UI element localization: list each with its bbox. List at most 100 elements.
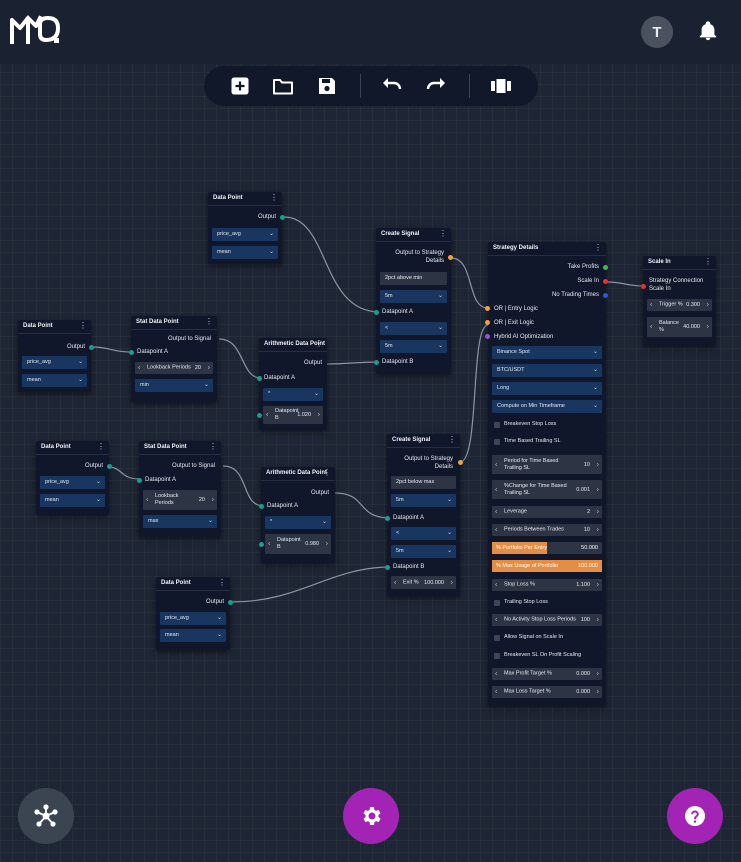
node-menu-icon[interactable]: ⋮ <box>270 193 278 202</box>
exchange-select[interactable]: Binance Spot⌄ <box>492 346 602 359</box>
fit-view-button[interactable] <box>490 75 512 97</box>
operator-select[interactable]: *⌄ <box>263 388 323 401</box>
add-node-button[interactable] <box>229 75 251 97</box>
operator-select[interactable]: *⌄ <box>265 516 331 529</box>
decrement-icon[interactable]: ‹ <box>495 670 498 678</box>
entry-logic-port[interactable] <box>485 306 490 311</box>
max-usage-slider[interactable]: % Max Usage of Portfolio 100.000 <box>492 560 602 572</box>
breakeven-sl-profit-checkbox[interactable] <box>494 653 500 659</box>
output-port[interactable] <box>228 600 233 605</box>
decrement-icon[interactable]: ‹ <box>495 688 498 696</box>
stop-loss-field[interactable]: ‹ Stop Loss % 1.100 › <box>492 579 602 591</box>
comparison-select[interactable]: <⌄ <box>391 527 456 540</box>
data-point-node-3[interactable]: Data Point ⋮ Output price_avg⌄ mean⌄ <box>36 441 112 515</box>
output-port[interactable] <box>280 215 285 220</box>
node-menu-icon[interactable]: ⋮ <box>315 339 323 348</box>
exit-percent-field[interactable]: ‹ Exit % 100.000 › <box>391 576 456 589</box>
field-select[interactable]: price_avg⌄ <box>212 228 278 241</box>
pct-change-time-field[interactable]: ‹ %Change for Time Based Trailing SL 0.0… <box>492 480 602 499</box>
compute-select[interactable]: Compute on Min Timeframe⌄ <box>492 400 602 413</box>
node-menu-icon[interactable]: ⋮ <box>97 442 105 451</box>
output-port[interactable] <box>458 460 463 465</box>
signal-name-input[interactable]: 2pct above min <box>380 272 447 285</box>
period-time-trailing-field[interactable]: ‹ Period for Time Based Trailing SL 10 › <box>492 455 602 474</box>
input-port[interactable] <box>257 376 262 381</box>
network-button[interactable] <box>18 788 74 844</box>
output-port[interactable] <box>89 345 94 350</box>
redo-button[interactable] <box>425 75 447 97</box>
node-menu-icon[interactable]: ⋮ <box>448 435 456 444</box>
input-port[interactable] <box>259 504 264 509</box>
input-port[interactable] <box>374 310 379 315</box>
decrement-icon[interactable]: ‹ <box>138 364 141 372</box>
strategy-details-node[interactable]: Strategy Details ⋮ Take Profits Scale In… <box>485 242 608 706</box>
comparison-select[interactable]: <⌄ <box>380 322 447 335</box>
decrement-icon[interactable]: ‹ <box>495 581 498 589</box>
decrement-icon[interactable]: ‹ <box>650 323 653 331</box>
save-button[interactable] <box>316 75 338 97</box>
settings-button[interactable] <box>343 788 399 844</box>
aggregation-select[interactable]: mean⌄ <box>160 629 226 642</box>
breakeven-stop-loss-checkbox[interactable] <box>494 422 500 428</box>
decrement-icon[interactable]: ‹ <box>495 508 498 516</box>
increment-icon[interactable]: › <box>706 323 709 331</box>
no-trading-times-port[interactable] <box>603 293 608 298</box>
increment-icon[interactable]: › <box>207 364 210 372</box>
decrement-icon[interactable]: ‹ <box>266 411 269 419</box>
decrement-icon[interactable]: ‹ <box>495 526 498 534</box>
decrement-icon[interactable]: ‹ <box>495 461 498 468</box>
data-point-node-4[interactable]: Data Point ⋮ Output price_avg⌄ mean⌄ <box>156 577 233 650</box>
increment-icon[interactable]: › <box>317 411 320 419</box>
aggregation-select[interactable]: mean⌄ <box>40 494 105 507</box>
direction-select[interactable]: Long⌄ <box>492 382 602 395</box>
increment-icon[interactable]: › <box>596 616 599 624</box>
stat-select[interactable]: max⌄ <box>143 515 217 528</box>
take-profits-port[interactable] <box>603 265 608 270</box>
decrement-icon[interactable]: ‹ <box>394 579 397 586</box>
open-file-button[interactable] <box>272 75 294 97</box>
input-port[interactable] <box>259 542 264 547</box>
periods-between-trades-field[interactable]: ‹ Periods Between Trades 10 › <box>492 524 602 536</box>
stat-data-point-node-1[interactable]: Stat Data Point ⋮ Output to Signal Datap… <box>129 316 217 402</box>
trigger-field[interactable]: ‹ Trigger % 0.300 › <box>647 299 712 311</box>
scale-in-port[interactable] <box>603 279 608 284</box>
decrement-icon[interactable]: ‹ <box>146 496 149 504</box>
max-profit-target-field[interactable]: ‹ Max Profit Target % 0.000 › <box>492 668 602 680</box>
create-signal-node-1[interactable]: Create Signal ⋮ Output to Strategy Detai… <box>374 228 453 374</box>
increment-icon[interactable]: › <box>596 508 599 516</box>
trailing-stop-loss-checkbox[interactable] <box>494 600 500 606</box>
increment-icon[interactable]: › <box>325 540 328 548</box>
node-menu-icon[interactable]: ⋮ <box>439 229 447 238</box>
balance-field[interactable]: ‹ Balance % 40.000 › <box>647 317 712 337</box>
increment-icon[interactable]: › <box>596 461 599 468</box>
input-port[interactable] <box>137 478 142 483</box>
datapoint-b-field[interactable]: ‹ Datapoint B 1.020 › <box>263 406 323 424</box>
field-select[interactable]: price_avg⌄ <box>40 476 105 489</box>
node-menu-icon[interactable]: ⋮ <box>323 468 331 477</box>
decrement-icon[interactable]: ‹ <box>268 540 271 548</box>
lookback-periods-field[interactable]: ‹ Lookback Periods 20 › <box>135 362 213 374</box>
node-menu-icon[interactable]: ⋮ <box>205 317 213 326</box>
node-menu-icon[interactable]: ⋮ <box>209 442 217 451</box>
input-port[interactable] <box>385 565 390 570</box>
portfolio-per-entry-slider[interactable]: % Portfolio Per Entry 50.000 <box>492 542 602 554</box>
create-signal-node-2[interactable]: Create Signal ⋮ Output to Strategy Detai… <box>385 434 463 596</box>
time-trailing-sl-checkbox[interactable] <box>494 439 500 445</box>
hybrid-ai-port[interactable] <box>485 334 490 339</box>
help-button[interactable] <box>667 788 723 844</box>
increment-icon[interactable]: › <box>596 670 599 678</box>
stat-data-point-node-2[interactable]: Stat Data Point ⋮ Output to Signal Datap… <box>137 441 221 537</box>
data-point-node-2[interactable]: Data Point ⋮ Output price_avg⌄ mean⌄ <box>18 320 94 392</box>
exit-logic-port[interactable] <box>485 320 490 325</box>
signal-name-input[interactable]: 2pct below max <box>391 476 456 489</box>
aggregation-select[interactable]: mean⌄ <box>22 374 87 387</box>
no-activity-stop-field[interactable]: ‹ No Activity Stop Loss Periods 100 › <box>492 614 602 626</box>
increment-icon[interactable]: › <box>450 579 453 586</box>
aggregation-select[interactable]: mean⌄ <box>212 246 278 259</box>
decrement-icon[interactable]: ‹ <box>495 616 498 624</box>
timeframe-select[interactable]: 5m⌄ <box>380 290 447 303</box>
leverage-field[interactable]: ‹ Leverage 2 › <box>492 506 602 518</box>
allow-signal-scale-in-checkbox[interactable] <box>494 635 500 641</box>
pair-select[interactable]: BTC/USDT⌄ <box>492 364 602 377</box>
increment-icon[interactable]: › <box>596 688 599 696</box>
